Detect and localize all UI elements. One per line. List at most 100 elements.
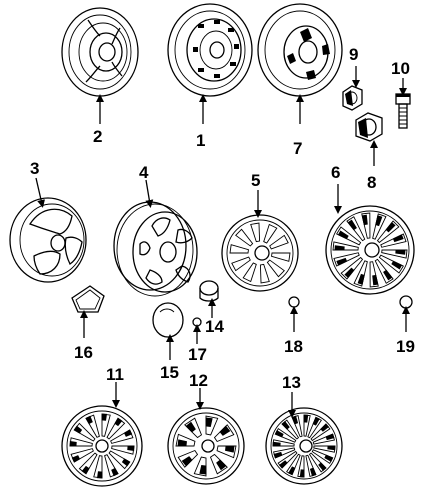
cover-slot <box>70 448 94 463</box>
callout-1: 1 <box>196 131 205 150</box>
cover-slot <box>372 274 379 286</box>
part-3-alloy-wheel <box>9 197 87 283</box>
cover-slot <box>273 451 283 459</box>
callout-9: 9 <box>349 45 358 64</box>
cover-slot <box>344 267 355 279</box>
cover-slot <box>185 421 196 433</box>
cover-slot <box>205 417 213 427</box>
cover-slot <box>361 214 368 226</box>
callout-7: 7 <box>293 139 302 158</box>
part-10-wheel-stud <box>395 93 411 129</box>
cover-slot <box>347 219 357 231</box>
cover-slot <box>71 455 81 463</box>
cover-slot <box>272 441 281 447</box>
cover-slot <box>334 245 345 251</box>
cover-slot <box>309 467 317 477</box>
cover-slot <box>81 465 90 475</box>
cover-slot <box>101 413 111 437</box>
cover-slot <box>101 413 107 421</box>
cover-slot <box>281 420 290 430</box>
cover-slot <box>97 471 103 479</box>
cover-slot <box>127 445 135 451</box>
callout-5: 5 <box>251 171 260 190</box>
part-18-cap <box>288 296 300 308</box>
cover-slot <box>73 425 83 434</box>
cover-slot <box>325 433 335 441</box>
callout-11: 11 <box>106 365 124 384</box>
part-12-wheel-cover <box>167 407 245 485</box>
cover-slot <box>85 415 93 425</box>
cover-slot <box>231 256 251 272</box>
cover-slot <box>111 467 119 477</box>
part-4-alloy-wheel <box>113 201 198 297</box>
cover-slot <box>235 228 254 247</box>
cover-slot <box>385 221 396 233</box>
callout-2: 2 <box>93 127 102 146</box>
callout-14: 14 <box>205 317 224 336</box>
cover-slot <box>266 259 285 278</box>
callout-13: 13 <box>282 373 301 392</box>
cover-slot <box>383 269 393 281</box>
cover-slot <box>263 223 278 244</box>
cover-slot <box>336 257 348 266</box>
cover-slot <box>111 445 135 455</box>
cover-slot <box>108 450 131 470</box>
cover-slot <box>271 252 291 262</box>
cover-slot <box>177 439 187 447</box>
part-16-center-cap <box>71 285 105 313</box>
cover-slot <box>106 417 126 440</box>
part-11-wheel-cover <box>61 405 143 487</box>
cover-slot <box>85 414 100 438</box>
cover-slot <box>216 459 227 471</box>
cover-slot <box>250 222 261 243</box>
cover-slot <box>391 260 403 270</box>
part-8-lock-nut <box>355 112 383 142</box>
part-14-nut-cover <box>199 280 219 302</box>
part-7-steel-wheel <box>257 3 343 97</box>
part-6-wheel-cover <box>325 205 415 295</box>
callout-4: 4 <box>139 163 149 182</box>
cover-slot <box>375 215 383 227</box>
callout-6: 6 <box>331 163 340 182</box>
callout-15: 15 <box>160 363 179 382</box>
part-17-clip <box>192 317 202 327</box>
callout-3: 3 <box>30 159 39 178</box>
callout-10: 10 <box>391 59 410 78</box>
cover-slot <box>278 460 288 469</box>
callout-19: 19 <box>396 337 415 356</box>
cover-slot <box>181 456 193 467</box>
cover-slot <box>104 454 119 478</box>
cover-slot <box>299 469 305 478</box>
cover-slot <box>259 263 270 284</box>
cover-slot <box>123 429 133 437</box>
cover-slot <box>320 423 330 432</box>
cover-slot <box>229 244 249 254</box>
callout-18: 18 <box>284 337 303 356</box>
cover-slot <box>291 415 299 425</box>
cover-slot <box>392 234 404 243</box>
cover-slot <box>78 452 98 475</box>
part-13-wheel-cover <box>265 407 343 485</box>
cover-slot <box>337 230 349 240</box>
part-19-cap <box>399 295 413 309</box>
part-15-center-cap-disc <box>152 302 184 338</box>
cover-slot <box>93 455 103 479</box>
cover-slot <box>288 466 296 476</box>
cover-slot <box>242 262 257 283</box>
cover-slot <box>73 422 96 442</box>
part-9-lug-nut <box>342 85 363 111</box>
cover-slot <box>327 445 336 451</box>
cover-slot <box>357 273 365 285</box>
cover-slot <box>225 445 235 453</box>
cover-slot <box>274 430 284 438</box>
callout-16: 16 <box>74 343 93 362</box>
callout-8: 8 <box>367 173 376 192</box>
cover-slot <box>69 441 77 447</box>
cover-slot <box>312 416 320 426</box>
cover-slot <box>318 462 327 472</box>
part-2-steel-wheel <box>61 7 139 97</box>
callout-17: 17 <box>188 345 207 364</box>
cover-slot <box>269 234 289 250</box>
